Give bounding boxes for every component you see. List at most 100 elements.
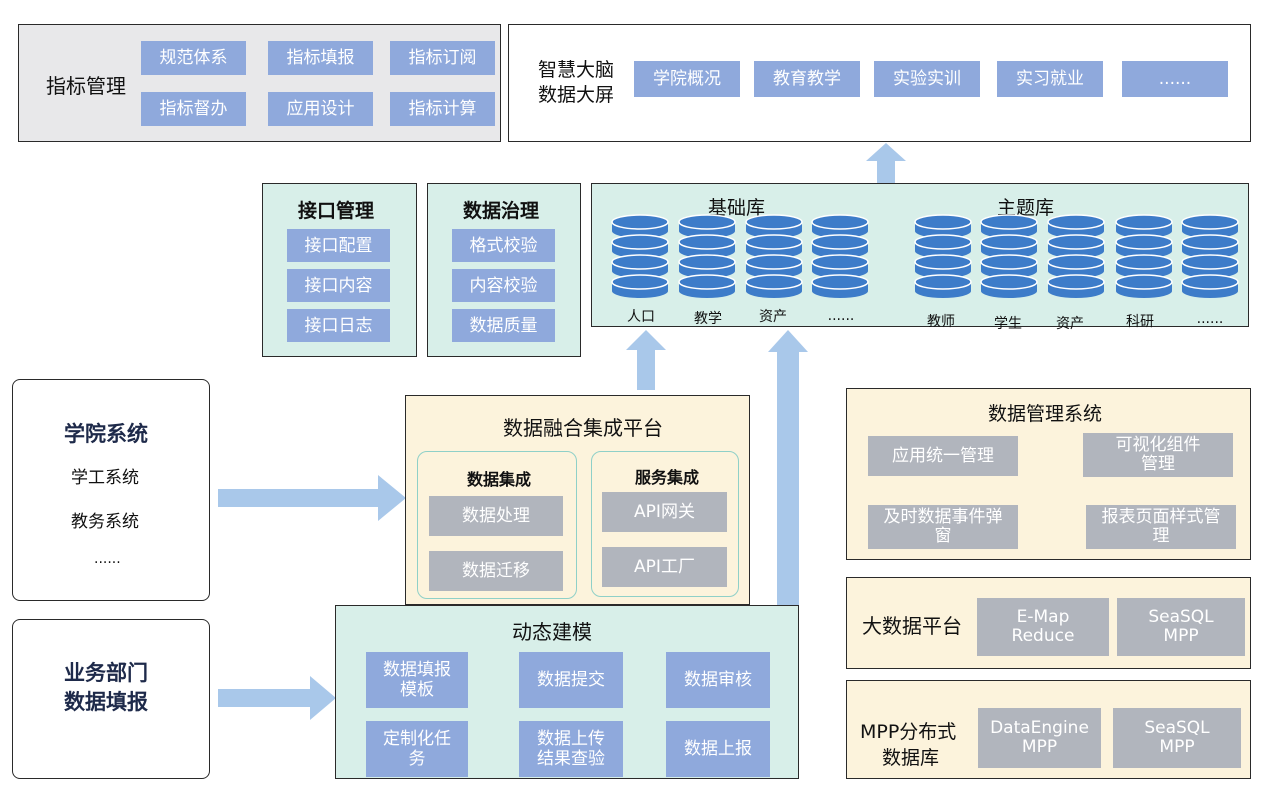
topic-library-label: ......: [1196, 311, 1224, 327]
topic-library-label: 资产: [1056, 316, 1084, 332]
governance-item[interactable]: 内容校验: [452, 269, 555, 302]
college-system-panel: [12, 379, 210, 601]
dms-item-line2: 理: [1152, 526, 1170, 546]
indicator-item[interactable]: 规范体系: [141, 41, 246, 75]
interface-item[interactable]: 接口内容: [287, 269, 390, 302]
database-icon: [914, 214, 972, 298]
business-dept-title-line1: 业务部门: [64, 661, 148, 685]
topic-library-label: 教师: [927, 314, 955, 330]
mpp-item[interactable]: DataEngine MPP: [978, 708, 1101, 768]
big-data-platform-title: 大数据平台: [862, 614, 962, 638]
modeling-item[interactable]: 数据上报: [666, 721, 770, 777]
base-library-title: 基础库: [708, 197, 766, 219]
database-icon: [1047, 214, 1105, 298]
modeling-item-line2: 务: [408, 749, 426, 769]
modeling-item-line1: 定制化任: [383, 729, 451, 749]
big-data-item-line2: MPP: [1163, 626, 1199, 646]
dynamic-modeling-title: 动态建模: [512, 620, 592, 644]
data-integration-item[interactable]: 数据处理: [429, 496, 563, 536]
mpp-item-line2: MPP: [1021, 737, 1058, 757]
data-integration-item[interactable]: 数据迁移: [429, 551, 563, 591]
big-data-item-line1: E-Map: [1016, 607, 1070, 627]
data-fusion-platform-title: 数据融合集成平台: [503, 416, 663, 440]
topic-library-label: 科研: [1126, 314, 1154, 330]
topic-library-title: 主题库: [997, 197, 1055, 219]
business-dept-title-line2: 数据填报: [64, 690, 148, 714]
modeling-item-line2: 模板: [400, 680, 434, 700]
college-system-item: 学工系统: [71, 468, 139, 488]
indicator-item[interactable]: 应用设计: [268, 92, 373, 126]
mpp-database-title-line2: 数据库: [882, 747, 940, 769]
mpp-item-line1: DataEngine: [990, 718, 1089, 738]
dms-item-line1: 可视化组件: [1115, 435, 1201, 455]
service-integration-item[interactable]: API工厂: [602, 547, 727, 587]
modeling-item[interactable]: 数据提交: [519, 652, 623, 708]
modeling-item-line2: 结果查验: [537, 749, 605, 769]
base-library-label: 人口: [627, 309, 655, 325]
data-management-system-title: 数据管理系统: [988, 403, 1103, 425]
database-icon: [1181, 214, 1239, 298]
indicator-item[interactable]: 指标计算: [390, 92, 495, 126]
modeling-item[interactable]: 数据填报 模板: [366, 652, 468, 708]
big-data-item-line2: Reduce: [1011, 626, 1075, 646]
arrow-up-icon: [866, 143, 906, 189]
arrow-up-icon: [626, 330, 666, 390]
screen-item[interactable]: 学院概况: [634, 61, 740, 97]
dms-item-line1: 及时数据事件弹: [883, 507, 1003, 527]
database-icon: [611, 214, 669, 298]
mpp-item-line1: SeaSQL: [1144, 718, 1210, 738]
arrow-up-icon: [768, 330, 808, 352]
indicator-item[interactable]: 指标填报: [268, 41, 373, 75]
governance-item[interactable]: 数据质量: [452, 309, 555, 342]
data-screen-title-line2: 数据大屏: [538, 84, 615, 106]
college-system-item: 教务系统: [71, 512, 139, 532]
indicator-item[interactable]: 指标订阅: [390, 41, 495, 75]
big-data-item-line1: SeaSQL: [1148, 607, 1214, 627]
arrow-right-icon: [218, 475, 406, 521]
data-integration-title: 数据集成: [467, 470, 532, 489]
vertical-arrow-shaft: [777, 395, 799, 605]
screen-item[interactable]: 教育教学: [754, 61, 860, 97]
interface-item[interactable]: 接口日志: [287, 309, 390, 342]
modeling-item-line1: 数据填报: [383, 660, 451, 680]
governance-item[interactable]: 格式校验: [452, 229, 555, 262]
interface-management-title: 接口管理: [298, 200, 375, 222]
modeling-item-line1: 数据上报: [684, 739, 752, 759]
arrow-right-icon: [218, 676, 336, 720]
database-icon: [811, 214, 869, 298]
dms-item[interactable]: 报表页面样式管 理: [1086, 505, 1236, 549]
screen-item[interactable]: 实习就业: [997, 61, 1103, 97]
dms-item[interactable]: 可视化组件 管理: [1083, 433, 1233, 477]
database-icon: [745, 214, 803, 298]
base-library-label: ......: [827, 308, 855, 324]
college-system-item: ......: [94, 551, 121, 567]
big-data-item[interactable]: E-Map Reduce: [977, 598, 1109, 656]
dms-item-line1: 应用统一管理: [892, 445, 994, 466]
modeling-item[interactable]: 数据上传 结果查验: [519, 721, 623, 777]
mpp-item[interactable]: SeaSQL MPP: [1113, 708, 1241, 768]
modeling-item-line1: 数据提交: [537, 670, 605, 690]
modeling-item[interactable]: 数据审核: [666, 652, 770, 708]
dms-item-line1: 报表页面样式管: [1101, 507, 1221, 527]
modeling-item[interactable]: 定制化任 务: [366, 721, 468, 777]
base-library-label: 教学: [694, 311, 722, 327]
indicator-item[interactable]: 指标督办: [141, 92, 246, 126]
topic-library-label: 学生: [994, 316, 1022, 332]
database-icon: [678, 214, 736, 298]
service-integration-item[interactable]: API网关: [602, 492, 727, 532]
mpp-database-title-line1: MPP分布式: [860, 721, 957, 743]
screen-item[interactable]: 实验实训: [874, 61, 980, 97]
base-library-label: 资产: [759, 309, 787, 325]
service-integration-title: 服务集成: [635, 468, 700, 487]
data-screen-title-line1: 智慧大脑: [538, 59, 615, 81]
interface-item[interactable]: 接口配置: [287, 229, 390, 262]
dms-item[interactable]: 及时数据事件弹 窗: [868, 505, 1018, 549]
big-data-item[interactable]: SeaSQL MPP: [1117, 598, 1245, 656]
modeling-item-line1: 数据上传: [537, 729, 605, 749]
screen-item[interactable]: ......: [1122, 61, 1228, 97]
dms-item[interactable]: 应用统一管理: [868, 436, 1018, 476]
dms-item-line2: 管理: [1141, 454, 1175, 474]
database-icon: [1115, 214, 1173, 298]
indicator-management-title: 指标管理: [46, 74, 126, 98]
